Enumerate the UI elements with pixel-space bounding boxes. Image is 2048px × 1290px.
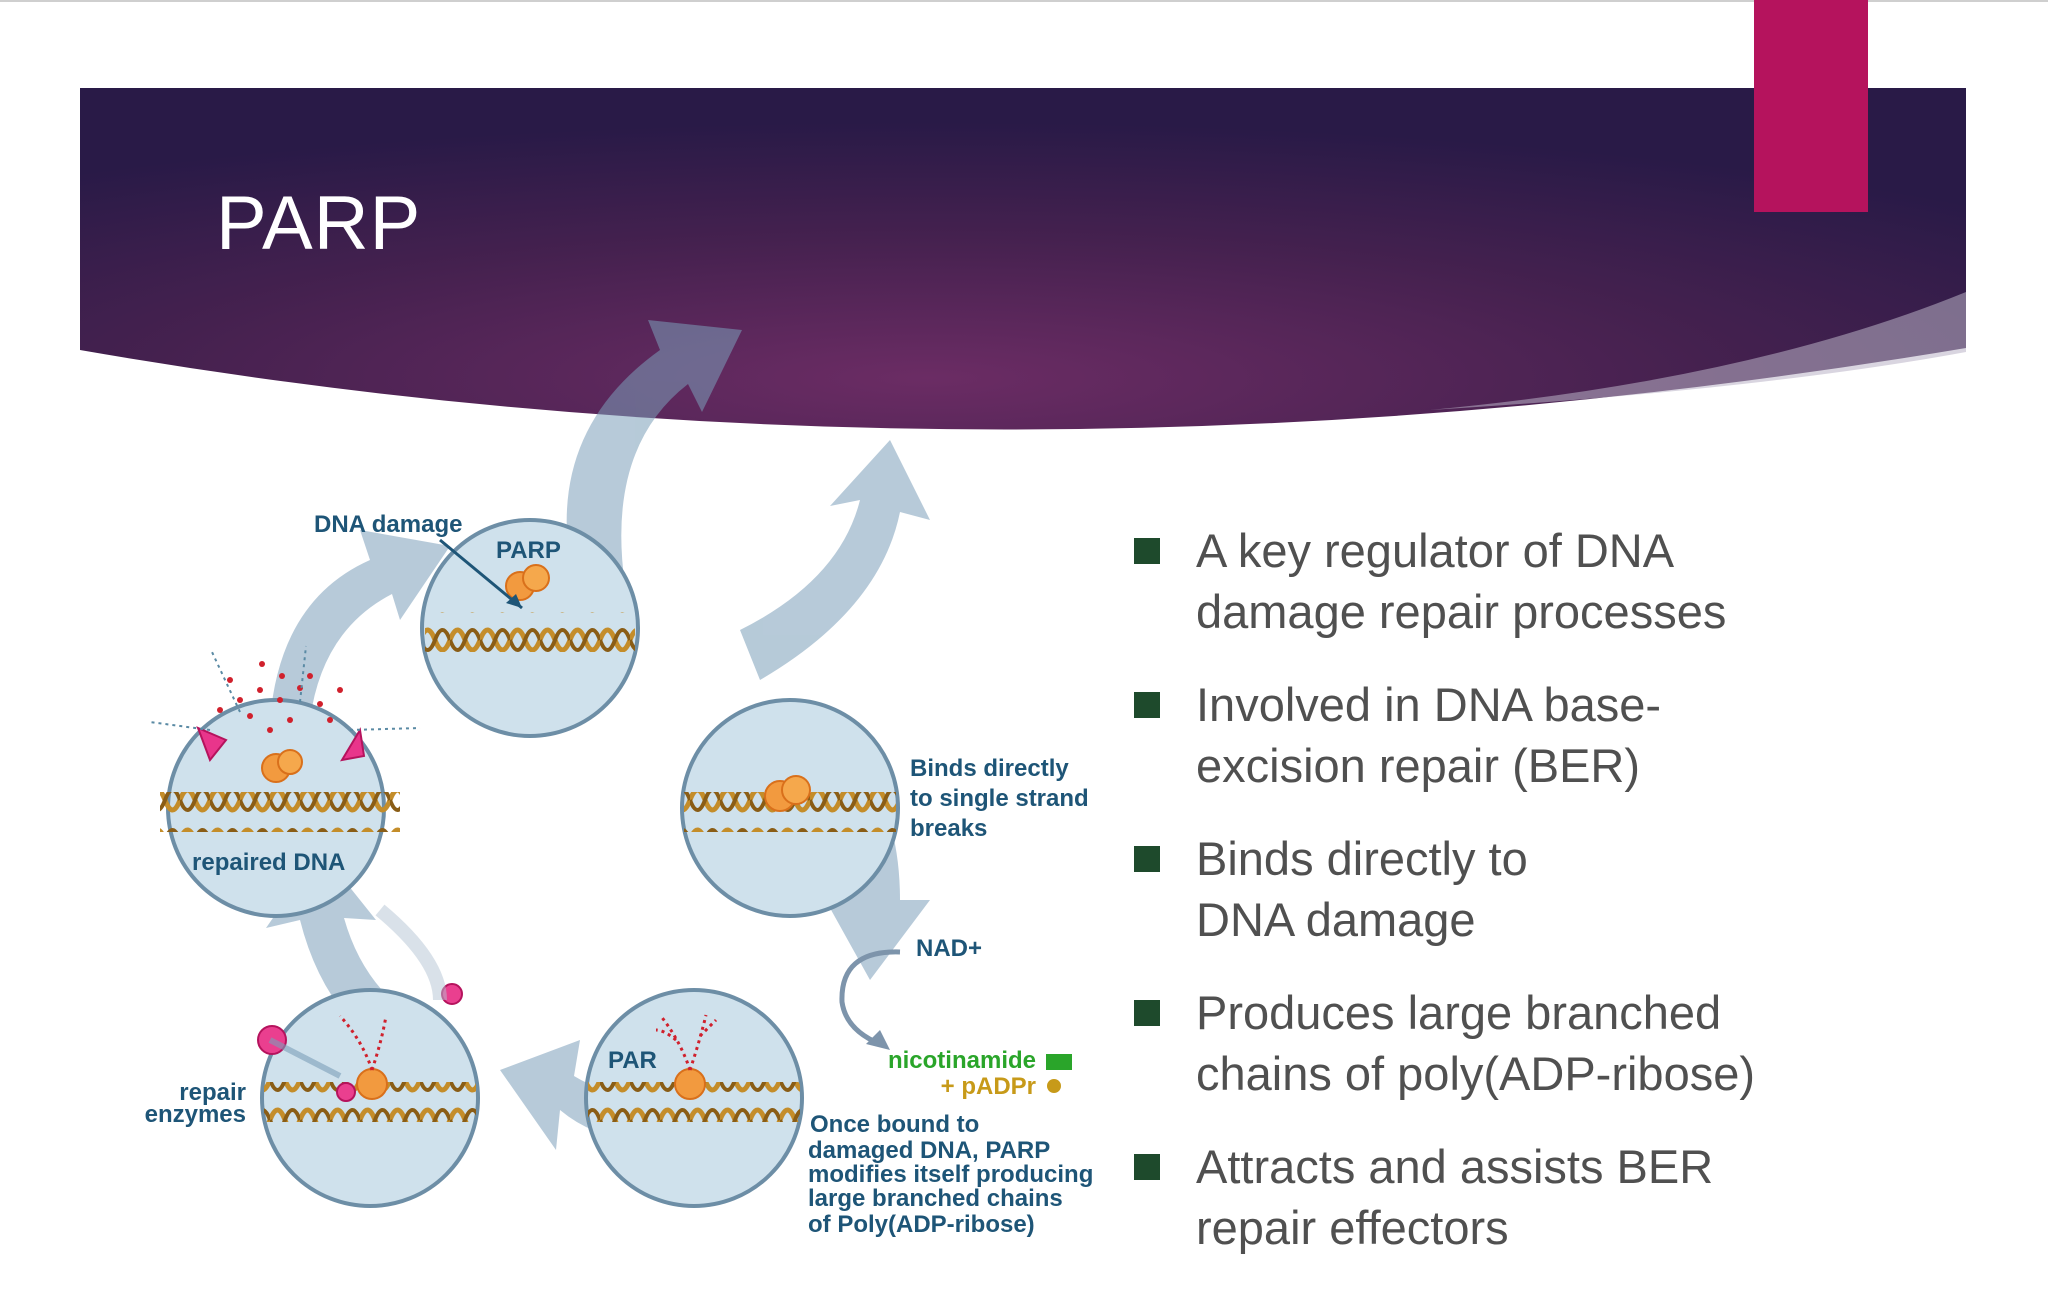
- bullet-list: A key regulator of DNA damage repair pro…: [1126, 520, 2006, 1290]
- label-nad: NAD+: [916, 935, 982, 962]
- bullet-line: Involved in DNA base-: [1196, 678, 1662, 731]
- label-once-line3: modifies itself producing: [808, 1161, 1093, 1188]
- slide-title: PARP: [216, 181, 422, 266]
- label-once-line2: damaged DNA, PARP: [808, 1137, 1050, 1164]
- square-bullet-icon: [1134, 692, 1160, 718]
- label-once-line1: Once bound to: [810, 1111, 979, 1138]
- square-bullet-icon: [1134, 846, 1160, 872]
- label-parp: PARP: [496, 537, 561, 564]
- enzyme-icon: [336, 1082, 356, 1102]
- label-once-line4: large branched chains: [808, 1185, 1063, 1212]
- label-par: PAR: [608, 1047, 657, 1074]
- square-bullet-icon: [1134, 538, 1160, 564]
- stage-binding: [680, 698, 900, 918]
- label-padpr: + pADPr: [941, 1073, 1036, 1100]
- nad-conversion-arrow: [839, 949, 901, 1050]
- stage-par: [584, 988, 804, 1208]
- accent-tab: [1754, 0, 1868, 212]
- bullet-line: chains of poly(ADP-ribose): [1196, 1047, 1755, 1100]
- bullet-item: Binds directly to DNA damage: [1126, 828, 2006, 950]
- square-bullet-icon: [1134, 1154, 1160, 1180]
- par-chain-icon: [655, 1014, 718, 1071]
- bullet-line: Attracts and assists BER: [1196, 1140, 1714, 1193]
- label-binds-line2: to single strand: [910, 785, 1089, 812]
- bullet-item: Involved in DNA base- excision repair (B…: [1126, 674, 2006, 796]
- bullet-line: Produces large branched: [1196, 986, 1722, 1039]
- bullet-line: excision repair (BER): [1196, 739, 1641, 792]
- bullet-line: Binds directly to: [1196, 832, 1528, 885]
- stage-repaired-dna: [149, 645, 421, 918]
- label-repair-line1: repair: [179, 1079, 246, 1106]
- released-fragments: [217, 661, 343, 733]
- top-border: [0, 0, 2048, 2]
- padpr-marker: [1047, 1079, 1061, 1093]
- label-repaired-dna: repaired DNA: [192, 849, 345, 876]
- stage-repair-enzymes: [257, 904, 480, 1208]
- label-dna-damage: DNA damage: [314, 511, 462, 538]
- bullet-item: Attracts and assists BER repair effector…: [1126, 1136, 2006, 1258]
- label-binds-line3: breaks: [910, 815, 987, 842]
- title-banner: [80, 88, 1966, 430]
- square-bullet-icon: [1134, 1000, 1160, 1026]
- stage-dna-damage: [420, 518, 640, 738]
- bullet-line: repair effectors: [1196, 1201, 1509, 1254]
- bullet-item: A key regulator of DNA damage repair pro…: [1126, 520, 2006, 642]
- nicotinamide-marker: [1046, 1054, 1072, 1070]
- label-binds-line1: Binds directly: [910, 755, 1069, 782]
- bullet-line: DNA damage: [1196, 893, 1476, 946]
- label-nicotinamide: nicotinamide: [888, 1047, 1036, 1074]
- bullet-line: damage repair processes: [1196, 585, 1727, 638]
- label-repair-line2: enzymes: [145, 1101, 246, 1128]
- label-once-line5: of Poly(ADP-ribose): [808, 1211, 1035, 1238]
- bullet-line: A key regulator of DNA: [1196, 524, 1675, 577]
- released-enzymes: [196, 726, 366, 762]
- bullet-item: Produces large branched chains of poly(A…: [1126, 982, 2006, 1104]
